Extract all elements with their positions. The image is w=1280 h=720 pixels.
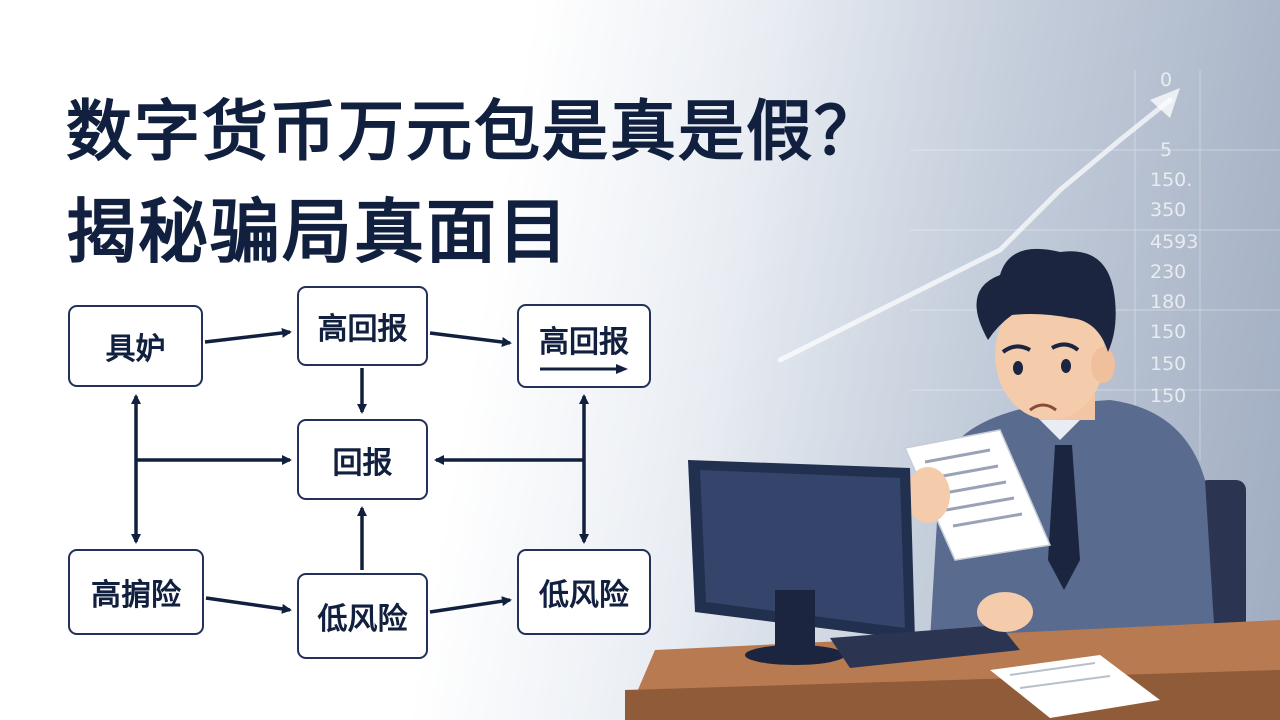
tick-label: 150: [1150, 321, 1186, 343]
flow-box-bottom-middle: 低风险: [297, 573, 428, 659]
flow-box-top-middle: 高回报: [297, 286, 428, 366]
desk-paper: [990, 655, 1160, 718]
flow-box-bottom-left: 高掮险: [68, 549, 204, 635]
flow-box-center: 回报: [297, 419, 428, 500]
flow-box-label: 高回报: [539, 325, 629, 360]
trend-line: [777, 97, 1173, 363]
flow-arrows: [131, 327, 589, 614]
left-hand: [906, 467, 950, 523]
right-arrow-icon: [540, 364, 628, 374]
tick-label: 150: [1150, 353, 1186, 375]
monitor-stand: [775, 590, 815, 650]
flow-box-label: 低风险: [539, 578, 629, 613]
flow-box-top-left: 具妒: [68, 305, 203, 387]
tie: [1048, 445, 1080, 590]
flow-box-bottom-right: 低风险: [517, 549, 651, 635]
flow-box-label: 高掮险: [91, 578, 181, 613]
tick-label: 150.: [1150, 169, 1192, 191]
right-hand: [977, 592, 1033, 632]
flow-box-label: 低风险: [317, 602, 408, 637]
headline-line-1: 数字货币万元包是真是假？: [66, 93, 882, 170]
face: [995, 290, 1105, 420]
document: [903, 429, 1052, 561]
tick-label: 0: [1160, 69, 1172, 91]
arrow-bottomleft-to-bottommiddle: [205, 596, 292, 614]
flow-box-label: 回报: [332, 445, 393, 481]
headline-line-2: 揭秘骗局真面目: [66, 191, 570, 273]
hair: [976, 248, 1116, 352]
arrow-topmiddle-to-topright: [429, 331, 512, 347]
tick-label: 5: [1160, 139, 1172, 161]
tick-label: 150: [1150, 385, 1186, 407]
flow-box-label: 具妒: [105, 332, 166, 367]
flow-box-top-right: 高回报: [517, 304, 651, 388]
arrow-topleft-to-topmiddle: [204, 327, 292, 344]
tick-label: 350: [1150, 199, 1186, 221]
trend-arrow-head: [1150, 88, 1180, 118]
tick-label: 180: [1150, 291, 1186, 313]
tick-label: 4593: [1150, 231, 1198, 253]
tick-label: 230: [1150, 261, 1186, 283]
arrow-bottommiddle-to-bottomright: [429, 596, 512, 614]
keyboard: [830, 625, 1020, 668]
flow-box-label: 高回报: [317, 312, 408, 347]
